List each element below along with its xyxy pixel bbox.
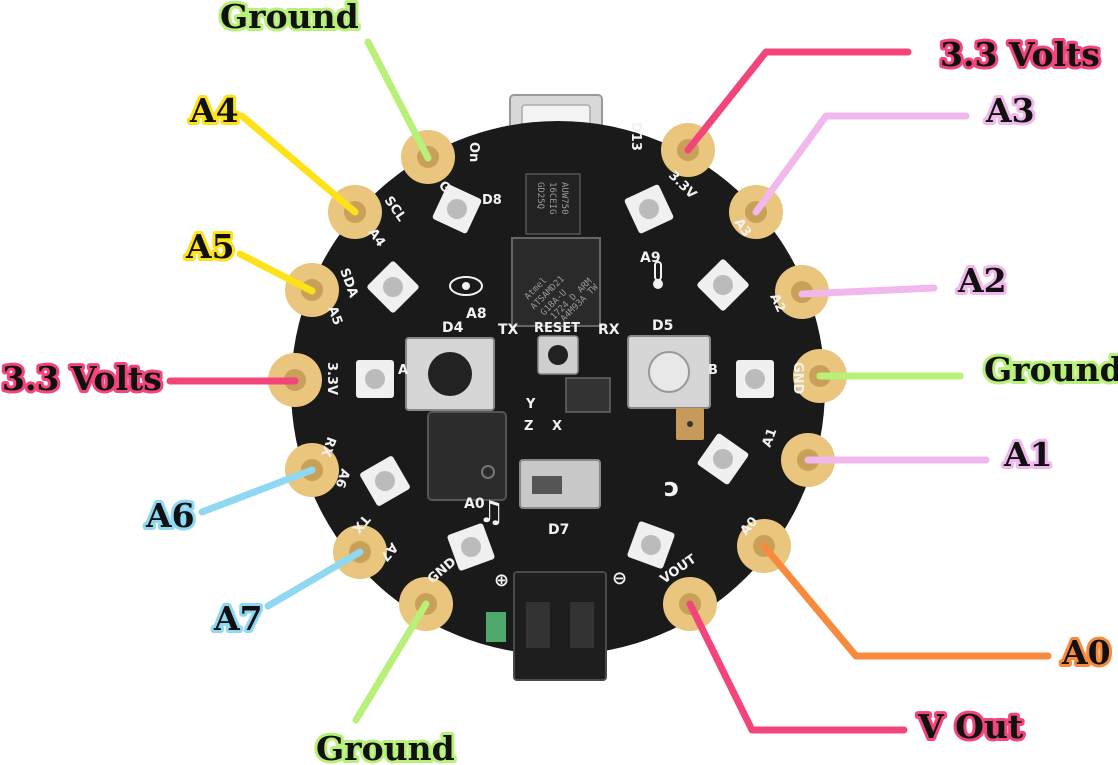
neopixel-9: [697, 433, 749, 485]
line-3v3-top: [684, 48, 912, 154]
silk-d8: D8: [482, 193, 502, 208]
label-a2: A2: [957, 261, 1007, 300]
line-a6: [198, 466, 316, 516]
silk-plus: ⊕: [494, 570, 509, 591]
neopixel-3: [356, 360, 394, 398]
silk-gnd-right: GND: [790, 362, 805, 395]
silk-a8: A8: [466, 306, 487, 322]
speaker-buzzer: [427, 411, 507, 501]
silk-a1: A1: [760, 426, 781, 449]
neopixel-10: [627, 521, 675, 569]
components: GD25Q 16CEIG AUW750 Atmel ATSAMD21 G18A-…: [356, 173, 774, 681]
circuit-board: [291, 94, 825, 655]
neopixel-4: [360, 456, 410, 506]
silk-reset: RESET: [534, 321, 580, 336]
silk-axis-x: X: [552, 419, 562, 434]
silk-rx-mid: RX: [598, 322, 620, 338]
silk-d4: D4: [442, 320, 464, 336]
ear-icon: ↄ: [664, 473, 679, 503]
silk-on: On: [466, 142, 481, 162]
battery-connector: [513, 571, 607, 681]
line-ground-top: [364, 38, 432, 162]
line-a2: [798, 284, 938, 298]
silk-d13: D13: [628, 122, 643, 151]
line-a7: [264, 548, 364, 610]
silk-button-a: A: [398, 363, 408, 378]
label-a6: A6: [145, 496, 195, 535]
label-3v3-left: 3.3 Volts: [2, 359, 162, 398]
line-vout: [686, 600, 908, 734]
silk-button-b: B: [708, 363, 718, 378]
silk-d5: D5: [652, 318, 673, 334]
button-b: [627, 335, 711, 409]
flash-chip: GD25Q 16CEIG AUW750: [525, 173, 581, 235]
silk-a6: A6: [332, 467, 353, 490]
flash-text-2: 16CEIG: [547, 182, 557, 215]
silk-a5: A5: [324, 304, 345, 327]
line-ground-bottom: [352, 600, 430, 724]
slide-switch: [519, 459, 601, 509]
label-a7: A7: [213, 599, 263, 638]
microphone: [676, 408, 704, 440]
accelerometer-chip: [565, 377, 611, 413]
neopixel-8: [736, 360, 774, 398]
music-note-icon: ♫: [478, 495, 505, 530]
silk-3v3-left: 3.3V: [324, 362, 339, 395]
neopixel-1: [432, 184, 482, 234]
neopixel-6: [624, 184, 674, 234]
silk-rx: RX: [317, 435, 338, 459]
silk-d7: D7: [548, 522, 569, 538]
silk-tx-mid: TX: [498, 322, 519, 338]
callout-lines: [166, 38, 1052, 734]
pcb: [291, 121, 825, 655]
line-a0: [760, 542, 1052, 660]
neopixel-5: [447, 523, 495, 571]
button-a: [405, 337, 495, 411]
label-a1: A1: [1003, 435, 1053, 474]
label-vout: V Out: [917, 707, 1024, 746]
thermometer-icon: [653, 261, 663, 289]
silk-axis-y: Y: [525, 397, 536, 412]
line-a4: [238, 112, 359, 216]
neopixel-2: [367, 261, 419, 313]
silk-a0-mid: A0: [464, 496, 485, 512]
reset-button: [537, 335, 579, 375]
flash-text-1: GD25Q: [535, 182, 545, 209]
silk-a9: A9: [640, 250, 661, 266]
label-a4: A4: [189, 91, 239, 130]
eye-icon: [449, 276, 483, 296]
label-ground-top: Ground: [220, 0, 359, 36]
label-a0: A0: [1061, 633, 1111, 672]
label-ground-right: Ground: [984, 350, 1118, 389]
fuse: [486, 612, 506, 642]
silk-a2: A2: [766, 291, 788, 315]
flash-text-3: AUW750: [559, 182, 569, 215]
mcu-chip: Atmel ATSAMD21 G18A-U 1724 D ARM A4M93A …: [511, 237, 601, 327]
line-a3: [752, 112, 970, 216]
label-ground-bottom: Ground: [316, 729, 455, 765]
line-a5: [236, 250, 316, 295]
label-a3: A3: [985, 91, 1035, 130]
silk-axis-z: Z: [524, 419, 533, 434]
label-a5: A5: [185, 227, 235, 266]
neopixel-7: [697, 259, 749, 311]
silk-minus: ⊖: [612, 568, 627, 589]
label-3v3-top: 3.3 Volts: [940, 35, 1100, 74]
